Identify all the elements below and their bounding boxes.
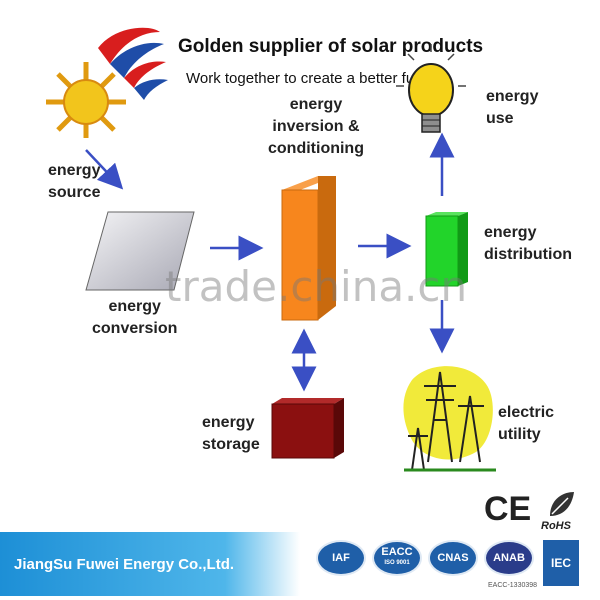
sun-icon — [46, 62, 126, 138]
header-title: Golden supplier of solar products — [178, 36, 484, 57]
label-energy-source: energy source — [48, 162, 101, 201]
label-energy-inversion: energy inversion & conditioning — [268, 96, 364, 157]
distribution-box — [425, 212, 468, 287]
company-logo — [46, 27, 168, 138]
iaf-logo: IAF — [316, 540, 366, 576]
storage-box — [271, 398, 344, 459]
label-energy-storage: energy storage — [202, 414, 260, 453]
light-bulb-icon — [396, 44, 466, 133]
footer-bar — [0, 532, 300, 596]
anab-logo: ANAB — [484, 540, 534, 576]
header-subtitle: Work together to create a better future — [186, 70, 441, 87]
company-name: JiangSu Fuwei Energy Co.,Ltd. — [14, 556, 235, 573]
label-energy-conversion: energy conversion — [92, 298, 178, 337]
ce-mark: CE — [484, 490, 532, 528]
iec-logo: IEC — [543, 540, 579, 586]
watermark: trade.china.cn — [165, 262, 468, 311]
cert-number: EACC-1330398 — [488, 582, 538, 589]
label-electric-utility: electric utility — [498, 404, 555, 443]
cnas-logo: CNAS — [428, 540, 478, 576]
power-tower-icon — [403, 366, 496, 472]
solar-panel-icon — [85, 211, 195, 291]
label-energy-distribution: energy distribution — [484, 224, 572, 263]
arrow-source-to-panel — [85, 149, 124, 190]
label-energy-use: energy use — [486, 88, 539, 127]
inverter-box — [281, 176, 336, 321]
rohs-leaf-icon — [550, 492, 574, 516]
rohs-mark: RoHS — [541, 520, 571, 532]
eacc-logo: EACC ISO 9001 — [372, 540, 422, 576]
